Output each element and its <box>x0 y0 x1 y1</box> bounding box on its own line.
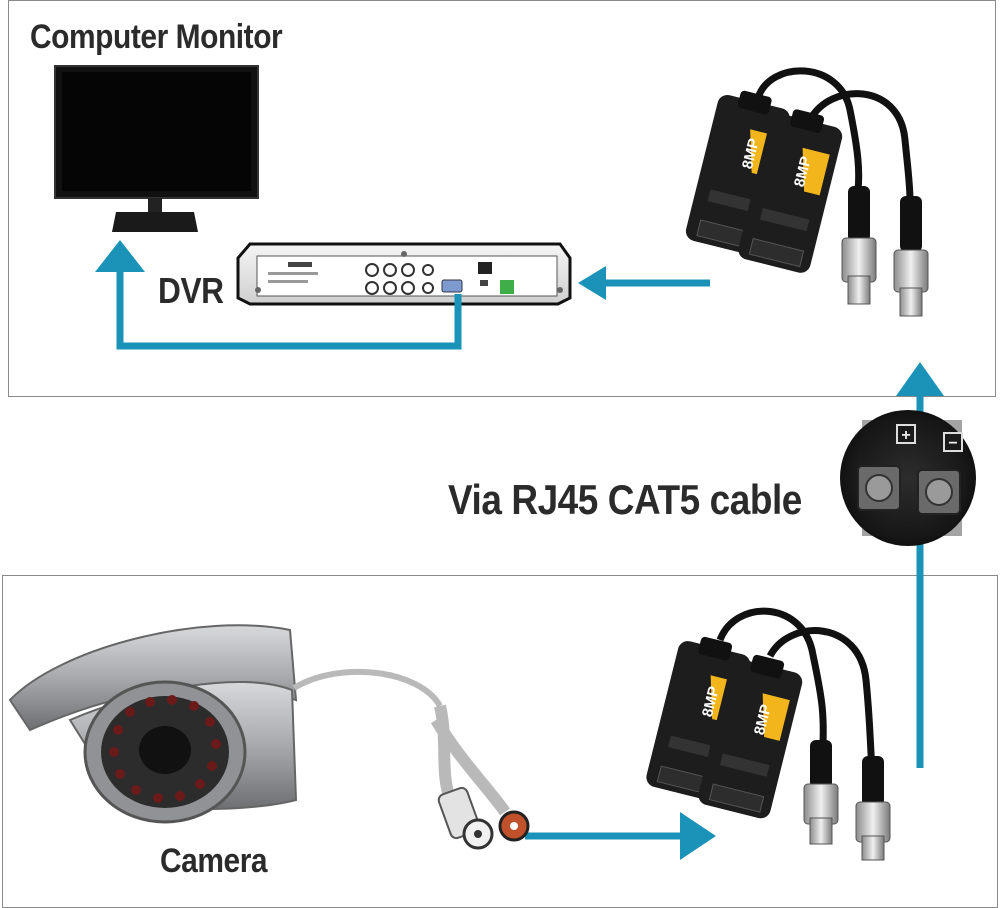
dvr-label: DVR <box>158 270 224 311</box>
terminal-plus-label: + <box>901 427 910 444</box>
video-balun-pair-top <box>685 67 929 317</box>
video-balun-pair-bottom <box>646 607 891 861</box>
camera-label: Camera <box>160 842 268 880</box>
terminal-closeup <box>840 410 976 546</box>
computer-monitor-icon <box>54 65 259 232</box>
balun-badge-top-1: 8MP <box>739 137 763 171</box>
terminal-minus-label: − <box>948 435 957 452</box>
arrowhead-left-dvr <box>578 266 606 300</box>
balun-badge-bottom-2: 8MP <box>751 703 775 737</box>
cctv-camera-icon <box>8 624 530 850</box>
arrowhead-right-balun <box>680 812 716 860</box>
arrowhead-up-monitor <box>95 240 145 272</box>
balun-badge-top-2: 8MP <box>791 155 815 189</box>
balun-badge-bottom-1: 8MP <box>699 685 723 719</box>
arrowhead-up-balun <box>896 362 944 396</box>
cable-label: Via RJ45 CAT5 cable <box>448 476 802 523</box>
computer-monitor-label: Computer Monitor <box>30 18 283 56</box>
dvr-recorder-icon <box>236 242 572 306</box>
